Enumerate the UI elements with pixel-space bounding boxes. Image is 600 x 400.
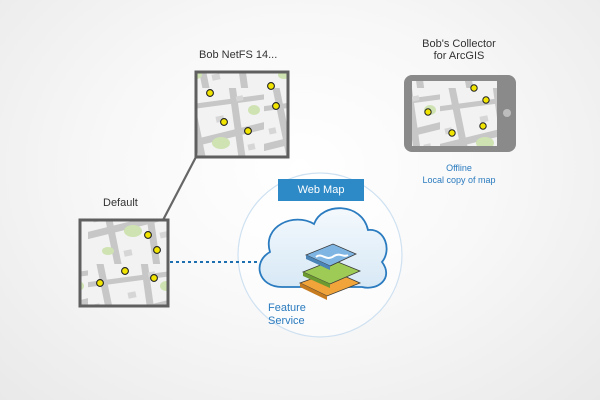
layer-stack-icon: [298, 243, 362, 300]
feature-service-label: Feature Service: [268, 302, 306, 328]
feature-service-line1: Feature: [268, 302, 306, 314]
default-replica-label: Default: [103, 197, 138, 209]
collector-title: Bob's Collector for ArcGIS: [400, 38, 518, 62]
offline-status: Offline: [446, 163, 472, 173]
web-map-button-bg[interactable]: [278, 179, 364, 201]
web-map-button[interactable]: Web Map: [297, 184, 345, 196]
offline-note: Offline Local copy of map: [400, 162, 518, 186]
default-map-tile-icon[interactable]: [78, 218, 170, 308]
sync-connector-line: [161, 154, 198, 223]
collector-title-line2: for ArcGIS: [433, 50, 485, 62]
tablet-device-icon[interactable]: [404, 75, 516, 152]
offline-local-copy: Local copy of map: [422, 175, 496, 185]
collector-title-line1: Bob's Collector: [422, 38, 496, 50]
netfs-map-tile-icon[interactable]: [194, 70, 290, 159]
netfs-replica-label: Bob NetFS 14...: [199, 49, 278, 61]
feature-service-line2: Service: [268, 315, 305, 327]
